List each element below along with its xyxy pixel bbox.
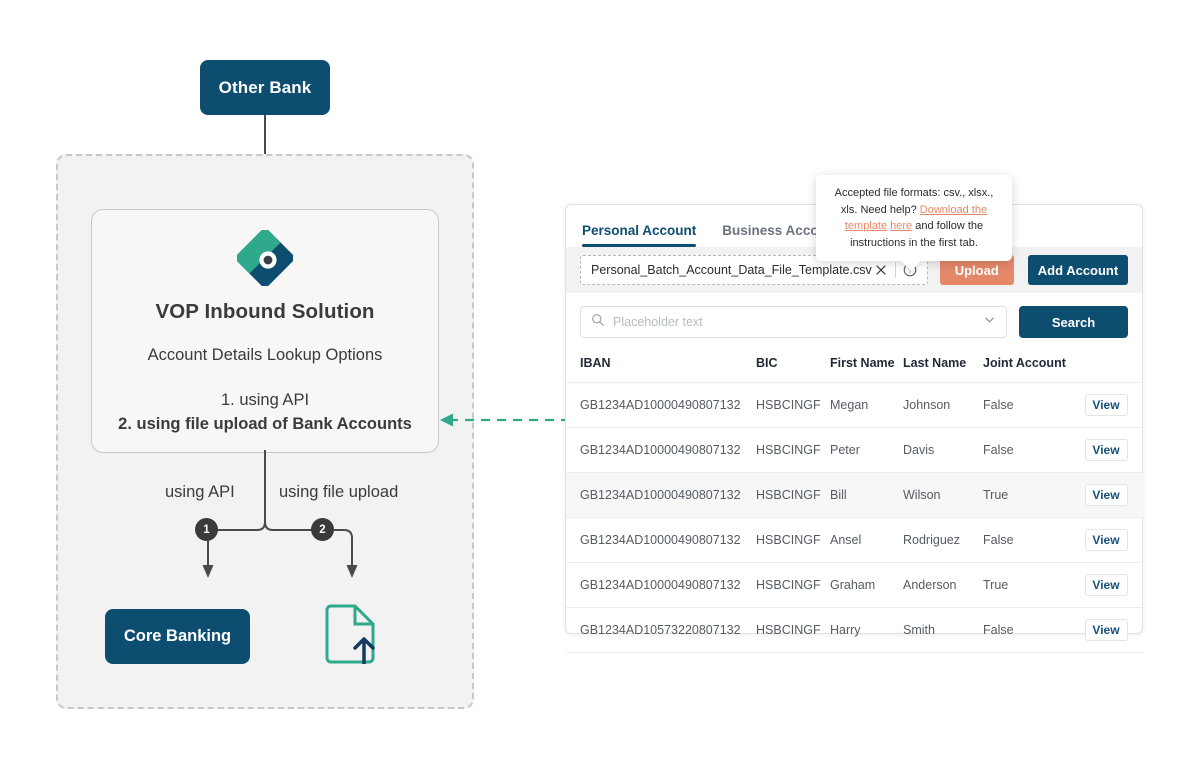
cell-first-name: Peter: [830, 427, 903, 473]
cell-bic: HSBCINGF: [756, 472, 830, 518]
cell-iban: GB1234AD10573220807132: [566, 607, 756, 653]
col-actions: [1068, 348, 1144, 383]
tab-business-account[interactable]: Business Account: [722, 223, 840, 238]
accounts-table: IBAN BIC First Name Last Name Joint Acco…: [566, 348, 1144, 653]
other-bank-label: Other Bank: [218, 77, 312, 97]
tooltip-line-2-pre: Need help?: [860, 203, 920, 216]
divider: [894, 262, 896, 278]
cell-actions: View: [1068, 562, 1144, 608]
add-account-button[interactable]: Add Account: [1028, 255, 1128, 285]
vop-title: VOP Inbound Solution: [155, 300, 375, 323]
search-placeholder: Placeholder text: [613, 315, 703, 329]
view-button[interactable]: View: [1084, 394, 1128, 416]
cell-first-name: Megan: [830, 382, 903, 428]
cell-bic: HSBCINGF: [756, 427, 830, 473]
view-button[interactable]: View: [1084, 439, 1128, 461]
col-last-name: Last Name: [903, 348, 983, 383]
cell-bic: HSBCINGF: [756, 562, 830, 608]
cell-iban: GB1234AD10000490807132: [566, 562, 756, 608]
cell-joint-account: True: [983, 562, 1068, 608]
search-button[interactable]: Search: [1019, 306, 1128, 338]
col-bic: BIC: [756, 348, 830, 383]
file-name-label: Personal_Batch_Account_Data_File_Templat…: [591, 263, 872, 277]
branch-label-file-upload: using file upload: [279, 483, 399, 501]
cell-bic: HSBCINGF: [756, 517, 830, 563]
cell-actions: View: [1068, 427, 1144, 473]
cell-first-name: Harry: [830, 607, 903, 653]
cell-joint-account: False: [983, 607, 1068, 653]
upload-help-tooltip: Accepted file formats: csv., xlsx., xls.…: [816, 175, 1012, 261]
cell-first-name: Graham: [830, 562, 903, 608]
file-upload-icon: [325, 604, 375, 664]
branch-badge-2: 2: [311, 518, 334, 541]
file-input[interactable]: Personal_Batch_Account_Data_File_Templat…: [580, 255, 928, 285]
cell-bic: HSBCINGF: [756, 607, 830, 653]
cell-actions: View: [1068, 472, 1144, 518]
tab-personal-account[interactable]: Personal Account: [582, 223, 697, 247]
account-type-tabs: Personal Account Business Account: [566, 205, 1142, 247]
cell-last-name: Rodriguez: [903, 517, 983, 563]
cell-joint-account: False: [983, 517, 1068, 563]
search-icon: [591, 313, 605, 332]
cell-last-name: Anderson: [903, 562, 983, 608]
vop-subtitle: Account Details Lookup Options: [147, 346, 383, 364]
cell-joint-account: False: [983, 382, 1068, 428]
cell-iban: GB1234AD10000490807132: [566, 472, 756, 518]
cell-actions: View: [1068, 382, 1144, 428]
cell-joint-account: True: [983, 472, 1068, 518]
tooltip-line-1: Accepted file formats: csv., xlsx., xls.: [834, 187, 994, 216]
cell-actions: View: [1068, 607, 1144, 653]
cell-actions: View: [1068, 517, 1144, 563]
cell-last-name: Davis: [903, 427, 983, 473]
cell-first-name: Bill: [830, 472, 903, 518]
col-first-name: First Name: [830, 348, 903, 383]
vop-options: 1. using API 2. using file upload of Ban…: [92, 388, 438, 436]
other-bank-node: Other Bank: [200, 60, 330, 115]
tooltip-line-2-post: and follow the instructions in the first…: [850, 220, 984, 249]
chevron-down-icon[interactable]: [983, 313, 996, 331]
cell-last-name: Johnson: [903, 382, 983, 428]
cell-last-name: Smith: [903, 607, 983, 653]
core-banking-node: Core Banking: [105, 609, 250, 664]
view-button[interactable]: View: [1084, 574, 1128, 596]
col-joint: Joint Account: [983, 348, 1068, 383]
col-iban: IBAN: [566, 348, 756, 383]
file-upload-toolbar: Personal_Batch_Account_Data_File_Templat…: [566, 247, 1142, 293]
branch-connectors: [202, 450, 358, 578]
dashed-arrow-left-icon: [440, 413, 586, 427]
branch-label-api: using API: [165, 483, 235, 501]
cell-iban: GB1234AD10000490807132: [566, 427, 756, 473]
cell-bic: HSBCINGF: [756, 382, 830, 428]
core-banking-label: Core Banking: [123, 627, 232, 645]
view-button[interactable]: View: [1084, 484, 1128, 506]
vop-option-1: 1. using API: [220, 391, 310, 409]
branch-badge-1: 1: [195, 518, 218, 541]
here-link[interactable]: here: [890, 220, 913, 232]
cell-first-name: Ansel: [830, 517, 903, 563]
b-diamond-logo-icon: [237, 230, 293, 286]
account-management-panel: Personal Account Business Account Person…: [565, 175, 1144, 653]
cell-iban: GB1234AD10000490807132: [566, 517, 756, 563]
view-button[interactable]: View: [1084, 529, 1128, 551]
search-toolbar: Placeholder text Search: [566, 293, 1142, 348]
view-button[interactable]: View: [1084, 619, 1128, 641]
close-icon[interactable]: [872, 261, 890, 279]
search-input[interactable]: Placeholder text: [580, 306, 1007, 338]
table-header-row: IBAN BIC First Name Last Name Joint Acco…: [566, 348, 1144, 383]
vop-option-2: 2. using file upload of Bank Accounts: [118, 415, 412, 433]
vop-solution-card: VOP Inbound Solution Account Details Loo…: [91, 209, 439, 453]
download-template-link[interactable]: Download the template: [844, 203, 988, 233]
cell-iban: GB1234AD10000490807132: [566, 382, 756, 428]
cell-last-name: Wilson: [903, 472, 983, 518]
cell-joint-account: False: [983, 427, 1068, 473]
